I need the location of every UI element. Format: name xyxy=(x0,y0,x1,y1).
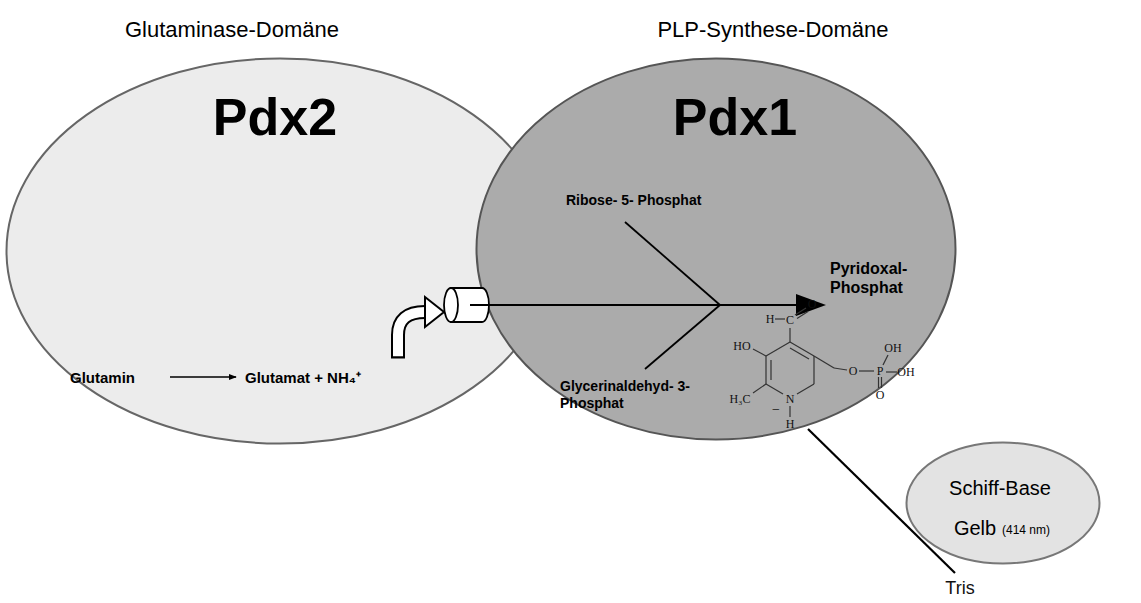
product-label: Glutamat + NH₄⁺ xyxy=(245,369,361,387)
protein-name: Pdx2 xyxy=(213,86,337,148)
atom-label: OH xyxy=(884,342,901,354)
domain-ellipse: PLP-Synthese-DomänePdx1Ribose- 5- Phosph… xyxy=(475,57,957,441)
wavelength-label: (414 nm) xyxy=(1002,523,1050,537)
protein-name: Pdx1 xyxy=(673,86,797,148)
atom-label: N xyxy=(786,393,795,405)
charge-label: − xyxy=(772,403,780,417)
product-label: Schiff-Base xyxy=(949,476,1051,500)
product-label: Pyridoxal- Phosphat xyxy=(830,259,915,297)
substrate-label: Glycerinaldehyd- 3- Phosphat xyxy=(560,378,725,412)
atom-label: P xyxy=(877,365,884,377)
domain-heading: PLP-Synthese-Domäne xyxy=(657,17,888,43)
atom-label: H xyxy=(766,313,775,325)
atom-label: H₃C xyxy=(730,393,751,405)
domain-ellipse: Glutaminase-DomänePdx2GlutaminGlutamat +… xyxy=(5,57,555,445)
ellipse-outline xyxy=(905,441,1101,565)
substrate-label: Glutamin xyxy=(70,369,135,387)
color-label: Gelb xyxy=(954,516,996,540)
atom-label: H xyxy=(786,418,795,430)
product-ellipse: Schiff-BaseGelb (414 nm) xyxy=(905,441,1101,565)
atom-label: HO xyxy=(733,340,750,352)
atom-label: O xyxy=(849,365,858,377)
atom-label: O xyxy=(808,298,817,310)
reagent-label: Tris xyxy=(945,579,974,597)
reaction-arrow xyxy=(170,376,236,378)
atom-label: C xyxy=(786,314,794,326)
atom-label: O xyxy=(876,389,885,401)
domain-heading: Glutaminase-Domäne xyxy=(125,17,339,43)
substrate-label: Ribose- 5- Phosphat xyxy=(566,192,701,209)
atom-label: OH xyxy=(897,366,914,378)
